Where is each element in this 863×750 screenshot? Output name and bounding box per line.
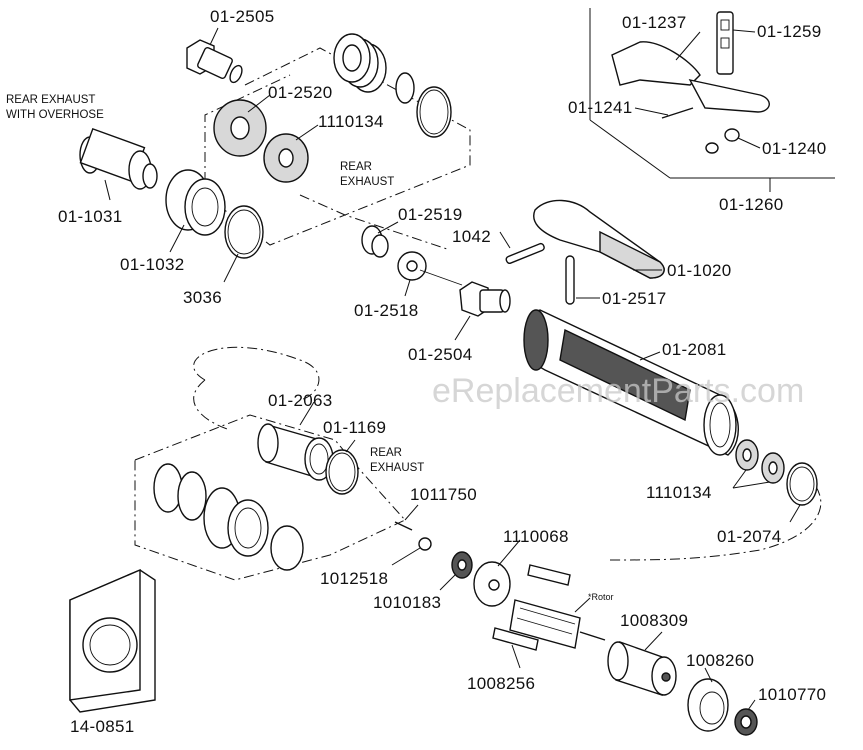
label-01-2504: 01-2504 [408, 345, 473, 364]
part-plate-1110068 [473, 561, 511, 607]
part-bearing-1010183 [451, 551, 473, 579]
part-washer-1110134-a [735, 439, 759, 471]
label-1010183: 1010183 [373, 593, 441, 612]
part-inlet-01-2504 [459, 281, 511, 317]
part-lever-01-1020 [533, 199, 665, 279]
part-housing-01-1032 [165, 169, 226, 236]
note-rear-exhaust-overhose-line1: REAR EXHAUST [6, 94, 95, 106]
part-gear-01-2518 [397, 251, 463, 286]
part-silencer-01-2520 [333, 33, 387, 93]
label-01-1240: 01-1240 [762, 139, 827, 158]
note-rear-exhaust-low-line2: EXHAUST [370, 462, 424, 474]
label-01-2518: 01-2518 [354, 301, 419, 320]
part-rotor [509, 599, 606, 649]
label-1110134-bottom: 1110134 [646, 483, 712, 502]
label-01-2081: 01-2081 [662, 340, 727, 359]
label-01-2520: 01-2520 [268, 83, 333, 102]
part-pin-01-2517 [565, 255, 575, 305]
part-fitting-01-1031 [79, 127, 158, 190]
part-fitting-01-2505 [186, 39, 243, 84]
lever-kit-group-lines [589, 8, 835, 192]
watermark: eReplacementParts.com [432, 372, 804, 410]
label-1012518: 1012518 [320, 569, 388, 588]
part-rings-top [395, 72, 452, 138]
leader-lines [104, 27, 801, 711]
part-vane-top [527, 564, 571, 586]
label-1010770: 1010770 [758, 685, 826, 704]
notes: REAR EXHAUST WITH OVERHOSE REAR EXHAUST … [6, 94, 614, 602]
label-1011750: 1011750 [410, 485, 477, 504]
label-01-1237: 01-1237 [622, 13, 687, 32]
label-1110068: 1110068 [503, 527, 569, 546]
part-screw-1011750 [394, 521, 413, 531]
part-pin-01-1241 [661, 107, 694, 119]
part-housing-01-2081 [523, 309, 739, 456]
part-washer-1110134-top [263, 133, 309, 183]
label-01-1020: 01-1020 [667, 261, 732, 280]
label-01-1169: 01-1169 [323, 418, 386, 437]
label-1110134-top: 1110134 [318, 112, 384, 131]
part-cylinder-1008309 [607, 641, 677, 696]
label-3036: 3036 [183, 288, 222, 307]
label-1008309: 1008309 [620, 611, 688, 630]
label-01-2519: 01-2519 [398, 205, 463, 224]
label-01-1259: 01-1259 [757, 22, 822, 41]
label-01-2063: 01-2063 [268, 391, 333, 410]
label-01-1032: 01-1032 [120, 255, 185, 274]
part-socket-14-0851 [69, 568, 156, 713]
label-1042: 1042 [452, 227, 491, 246]
note-rear-exhaust-mid-line2: EXHAUST [340, 176, 394, 188]
note-rear-exhaust-overhose-line2: WITH OVERHOSE [6, 109, 104, 121]
part-ring-bottom-left [270, 525, 304, 571]
label-01-1241: 01-1241 [568, 98, 633, 117]
label-01-2074: 01-2074 [717, 527, 782, 546]
label-01-2517: 01-2517 [602, 289, 667, 308]
part-valve-01-2519 [361, 225, 389, 258]
part-washer-1012518 [418, 537, 432, 551]
part-sleeve-split [153, 463, 207, 521]
label-01-1260: 01-1260 [719, 195, 784, 214]
part-washer-grey [213, 99, 267, 157]
part-ring-01-2074 [786, 462, 818, 506]
part-lever-01-1237 [611, 41, 770, 113]
label-1008256: 1008256 [467, 674, 535, 693]
part-vane-1008256 [492, 627, 539, 651]
note-rotor: *Rotor [588, 592, 614, 602]
label-01-2505: 01-2505 [210, 7, 275, 26]
part-springs-01-1240 [705, 128, 740, 154]
note-rear-exhaust-mid-line1: REAR [340, 161, 372, 173]
part-clip-01-1259 [716, 11, 734, 75]
label-14-0851: 14-0851 [70, 717, 135, 736]
part-sleeve-perforated [203, 487, 269, 557]
part-ring-01-1169 [325, 449, 359, 495]
assembly-boundary-lines [134, 47, 822, 581]
label-01-1031: 01-1031 [58, 207, 123, 226]
note-rear-exhaust-low-line1: REAR [370, 447, 402, 459]
part-washer-1110134-b [761, 452, 785, 484]
part-ring-3036 [224, 205, 264, 259]
part-pin-1042 [505, 242, 545, 264]
part-bearing-plate-1008260 [687, 678, 729, 732]
part-bearing-1010770 [734, 708, 758, 736]
label-1008260: 1008260 [686, 651, 754, 670]
part-labels: 01-2505 01-2520 1110134 01-1031 01-1032 … [58, 7, 827, 736]
part-cylinder-01-2063 [257, 423, 334, 481]
